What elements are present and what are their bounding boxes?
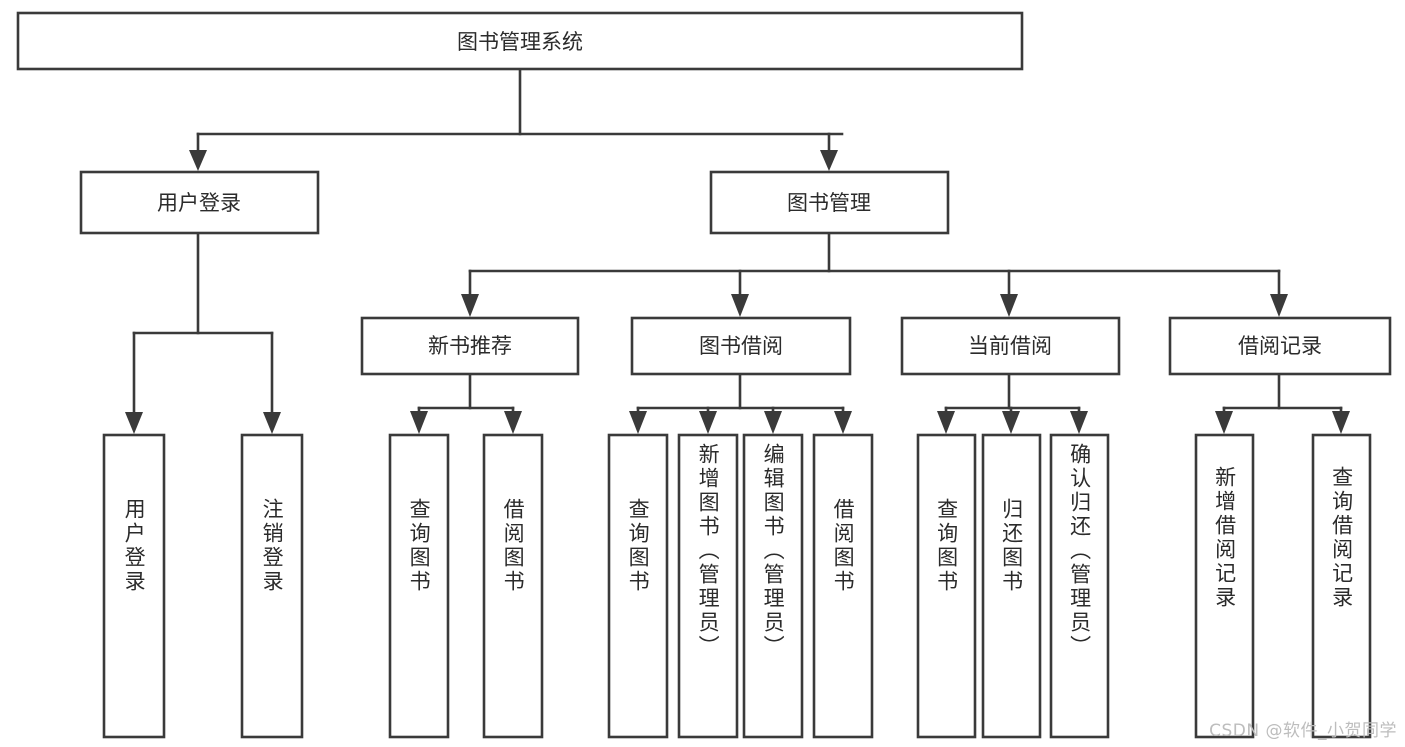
node-book-borrow-label: 图书借阅 <box>699 334 783 358</box>
arrow-head-leaf-query-book-3 <box>937 411 955 434</box>
node-book-manage[interactable]: 图书管理 <box>709 170 950 235</box>
node-user-login[interactable]: 用户登录 <box>79 170 320 235</box>
arrow-head-borrow-record <box>1270 294 1288 317</box>
arrow-head-leaf-query-book-1 <box>410 411 428 434</box>
leaf-box-borrow-book-1[interactable] <box>482 433 544 739</box>
connector-group-book-borrow-to-leaves <box>629 372 852 434</box>
arrow-head-user-login <box>189 150 207 171</box>
connector-group-current-borrow-to-leaves <box>937 372 1088 434</box>
node-new-book-rec-box[interactable] <box>360 316 580 376</box>
arrow-head-book-manage <box>820 150 838 171</box>
node-user-login-box[interactable] <box>79 170 320 235</box>
node-book-borrow-box[interactable] <box>630 316 852 376</box>
leaf-box-query-book-1[interactable] <box>388 433 450 739</box>
leaf-box-user-logout[interactable] <box>240 433 304 739</box>
node-book-borrow[interactable]: 图书借阅 <box>630 316 852 376</box>
node-new-book-rec[interactable]: 新书推荐 <box>360 316 580 376</box>
arrow-head-book-borrow <box>731 294 749 317</box>
leaf-box-return-book[interactable] <box>981 433 1042 739</box>
arrow-head-leaf-borrow-book-2 <box>834 411 852 434</box>
node-current-borrow-box[interactable] <box>900 316 1121 376</box>
arrow-head-leaf-add-record <box>1215 411 1233 434</box>
leaf-box-user-login[interactable] <box>102 433 166 739</box>
connector-group-borrow-record-to-leaves <box>1215 372 1350 434</box>
node-root-box[interactable] <box>16 11 1024 71</box>
leaf-box-edit-book[interactable] <box>742 433 804 739</box>
node-user-login-label: 用户登录 <box>157 191 241 215</box>
arrow-head-new-book-rec <box>461 294 479 317</box>
node-borrow-record[interactable]: 借阅记录 <box>1168 316 1392 376</box>
leaf-box-query-book-3[interactable] <box>916 433 977 739</box>
connector-group-root-to-level2 <box>189 67 844 171</box>
node-current-borrow-label: 当前借阅 <box>968 334 1052 358</box>
node-borrow-record-box[interactable] <box>1168 316 1392 376</box>
arrow-head-leaf-user-login <box>125 412 143 434</box>
connector-group-new-book-rec-to-leaves <box>410 372 522 434</box>
arrow-head-leaf-confirm-return <box>1070 411 1088 434</box>
node-current-borrow[interactable]: 当前借阅 <box>900 316 1121 376</box>
node-root[interactable]: 图书管理系统 <box>16 11 1024 71</box>
csdn-watermark: CSDN @软件_小贺同学 <box>1209 721 1397 741</box>
leaf-box-borrow-book-2[interactable] <box>812 433 874 739</box>
arrow-head-current-borrow <box>1000 294 1018 317</box>
node-book-manage-box[interactable] <box>709 170 950 235</box>
arrow-head-leaf-query-record <box>1332 411 1350 434</box>
node-new-book-rec-label: 新书推荐 <box>428 334 512 358</box>
connector-group-book-manage-to-level3 <box>461 231 1288 317</box>
node-borrow-record-label: 借阅记录 <box>1238 334 1322 358</box>
arrow-head-leaf-user-logout <box>263 412 281 434</box>
leaf-box-query-record[interactable] <box>1311 433 1372 739</box>
leaf-box-confirm-return[interactable] <box>1049 433 1110 739</box>
arrow-head-leaf-edit-book <box>764 411 782 434</box>
arrow-head-leaf-add-book <box>699 411 717 434</box>
leaf-box-query-book-2[interactable] <box>607 433 669 739</box>
connector-group-user-login-to-leaves <box>125 231 281 434</box>
leaf-box-add-record[interactable] <box>1194 433 1255 739</box>
arrow-head-leaf-return-book <box>1002 411 1020 434</box>
node-book-manage-label: 图书管理 <box>787 191 871 215</box>
leaf-box-add-book[interactable] <box>677 433 739 739</box>
node-root-label: 图书管理系统 <box>457 30 583 54</box>
arrow-head-leaf-borrow-book-1 <box>504 411 522 434</box>
arrow-head-leaf-query-book-2 <box>629 411 647 434</box>
